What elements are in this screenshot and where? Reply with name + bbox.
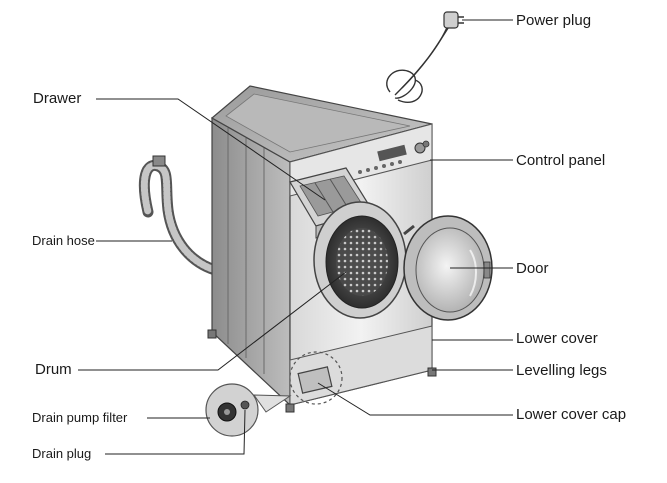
leader-lines [78,19,513,455]
drain-pump-filter-label: Drain pump filter [32,410,128,425]
drain-plug-label: Drain plug [32,446,92,461]
lower-cover-cap-label: Lower cover cap [516,406,627,423]
door [403,215,493,321]
cabinet-side [211,116,291,407]
drawer-label: Drawer [33,90,82,107]
door-label: Door [516,260,549,277]
lower-cover-label: Lower cover [516,330,598,347]
levelling-legs-label: Levelling legs [516,362,607,379]
power-cord [386,21,453,103]
drain-hose-label: Drain hose [32,233,95,248]
drain-hose [138,155,221,276]
power-plug-label: Power plug [516,12,592,29]
lower-cover-highlight [289,351,343,405]
drum-label: Drum [35,361,72,378]
control-panel-label: Control panel [516,152,606,169]
levelling-legs [207,329,437,413]
power-plug-icon [443,11,464,29]
